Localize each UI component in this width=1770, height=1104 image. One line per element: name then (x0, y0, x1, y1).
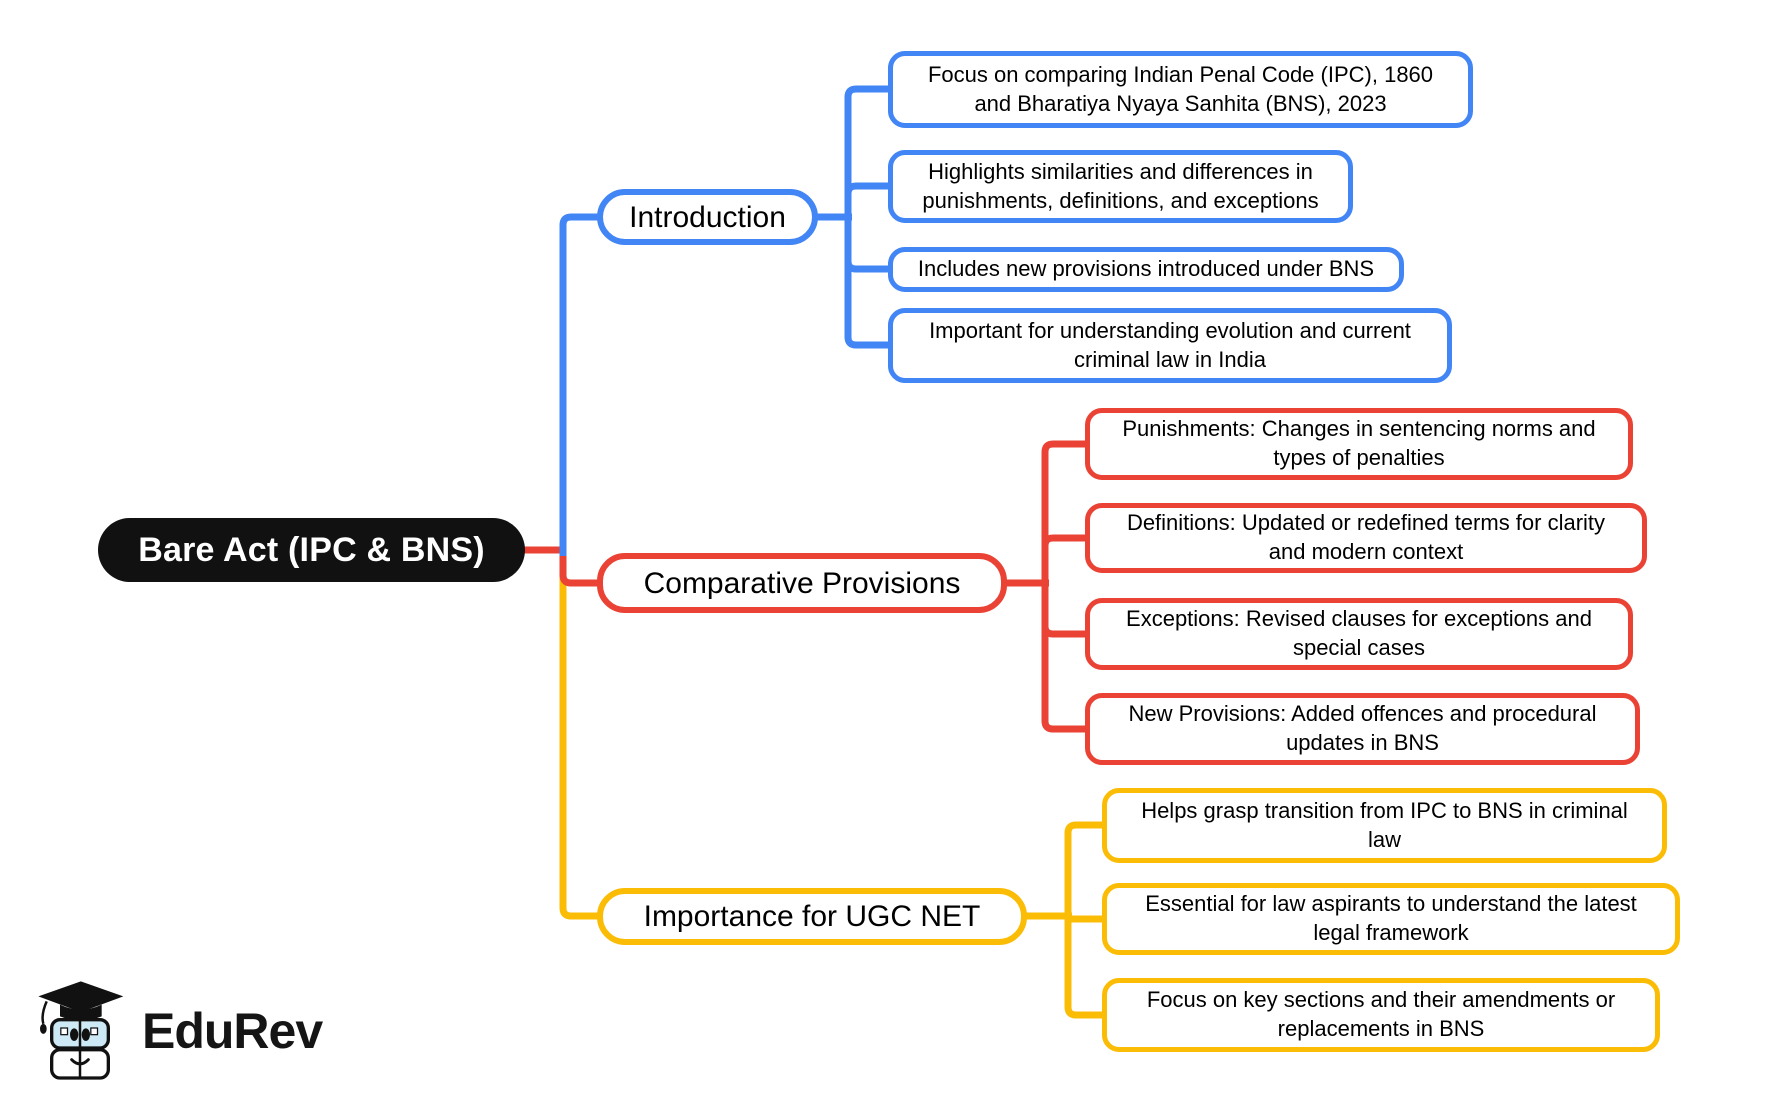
connector-ugc-child-3 (1064, 916, 1106, 1019)
leaf-node: Exceptions: Revised clauses for exceptio… (1085, 598, 1633, 670)
connector-comparative-child-4 (1041, 583, 1089, 733)
leaf-text: New Provisions: Added offences and proce… (1128, 701, 1597, 755)
root-label: Bare Act (IPC & BNS) (138, 530, 485, 569)
leaf-node: Focus on key sections and their amendmen… (1102, 978, 1660, 1052)
edurev-logo: EduRev (30, 972, 323, 1089)
branch-node-comparative-provisions: Comparative Provisions (597, 553, 1007, 613)
connector-introduction-child-3 (844, 217, 892, 273)
branch-label: Introduction (629, 200, 786, 234)
leaf-text: Essential for law aspirants to understan… (1145, 891, 1637, 945)
leaf-node: New Provisions: Added offences and proce… (1085, 693, 1640, 765)
leaf-text: Includes new provisions introduced under… (917, 256, 1375, 282)
leaf-node: Important for understanding evolution an… (888, 308, 1452, 383)
leaf-text: Focus on key sections and their amendmen… (1146, 987, 1616, 1041)
branch-label: Comparative Provisions (643, 566, 961, 600)
edurev-brand-text: EduRev (142, 1002, 323, 1059)
connector-root-to-introduction (559, 213, 600, 556)
leaf-node: Definitions: Updated or redefined terms … (1085, 503, 1647, 573)
leaf-text: Definitions: Updated or redefined terms … (1126, 510, 1606, 564)
branch-node-introduction: Introduction (597, 189, 818, 245)
leaf-text: Exceptions: Revised clauses for exceptio… (1126, 606, 1592, 660)
edurev-mascot-icon (30, 972, 130, 1089)
connector-comparative-child-3 (1041, 583, 1089, 638)
leaf-text: Helps grasp transition from IPC to BNS i… (1141, 797, 1628, 852)
leaf-text: Important for understanding evolution an… (929, 317, 1411, 372)
branch-label: Importance for UGC NET (643, 900, 981, 933)
connector-introduction-child-2 (844, 182, 892, 217)
branch-node-importance-ugc-net: Importance for UGC NET (597, 888, 1027, 945)
leaf-text: Highlights similarities and differences … (922, 158, 1319, 213)
connector-introduction-child-1 (844, 85, 892, 217)
leaf-node: Punishments: Changes in sentencing norms… (1085, 408, 1633, 480)
leaf-text: Punishments: Changes in sentencing norms… (1122, 416, 1596, 470)
leaf-text: Focus on comparing Indian Penal Code (IP… (927, 61, 1434, 116)
connector-comparative-child-2 (1041, 534, 1089, 583)
leaf-node: Essential for law aspirants to understan… (1102, 883, 1680, 955)
connector-root-to-comparative (559, 544, 600, 587)
root-node: Bare Act (IPC & BNS) (98, 518, 525, 582)
leaf-node: Includes new provisions introduced under… (888, 247, 1404, 292)
connector-root-to-ugc-net (559, 550, 600, 920)
connector-introduction-child-4 (844, 217, 892, 349)
connector-ugc-child-1 (1064, 821, 1106, 916)
connector-comparative-child-1 (1041, 440, 1089, 583)
leaf-node: Helps grasp transition from IPC to BNS i… (1102, 788, 1667, 863)
leaf-node: Focus on comparing Indian Penal Code (IP… (888, 51, 1473, 128)
leaf-node: Highlights similarities and differences … (888, 150, 1353, 223)
